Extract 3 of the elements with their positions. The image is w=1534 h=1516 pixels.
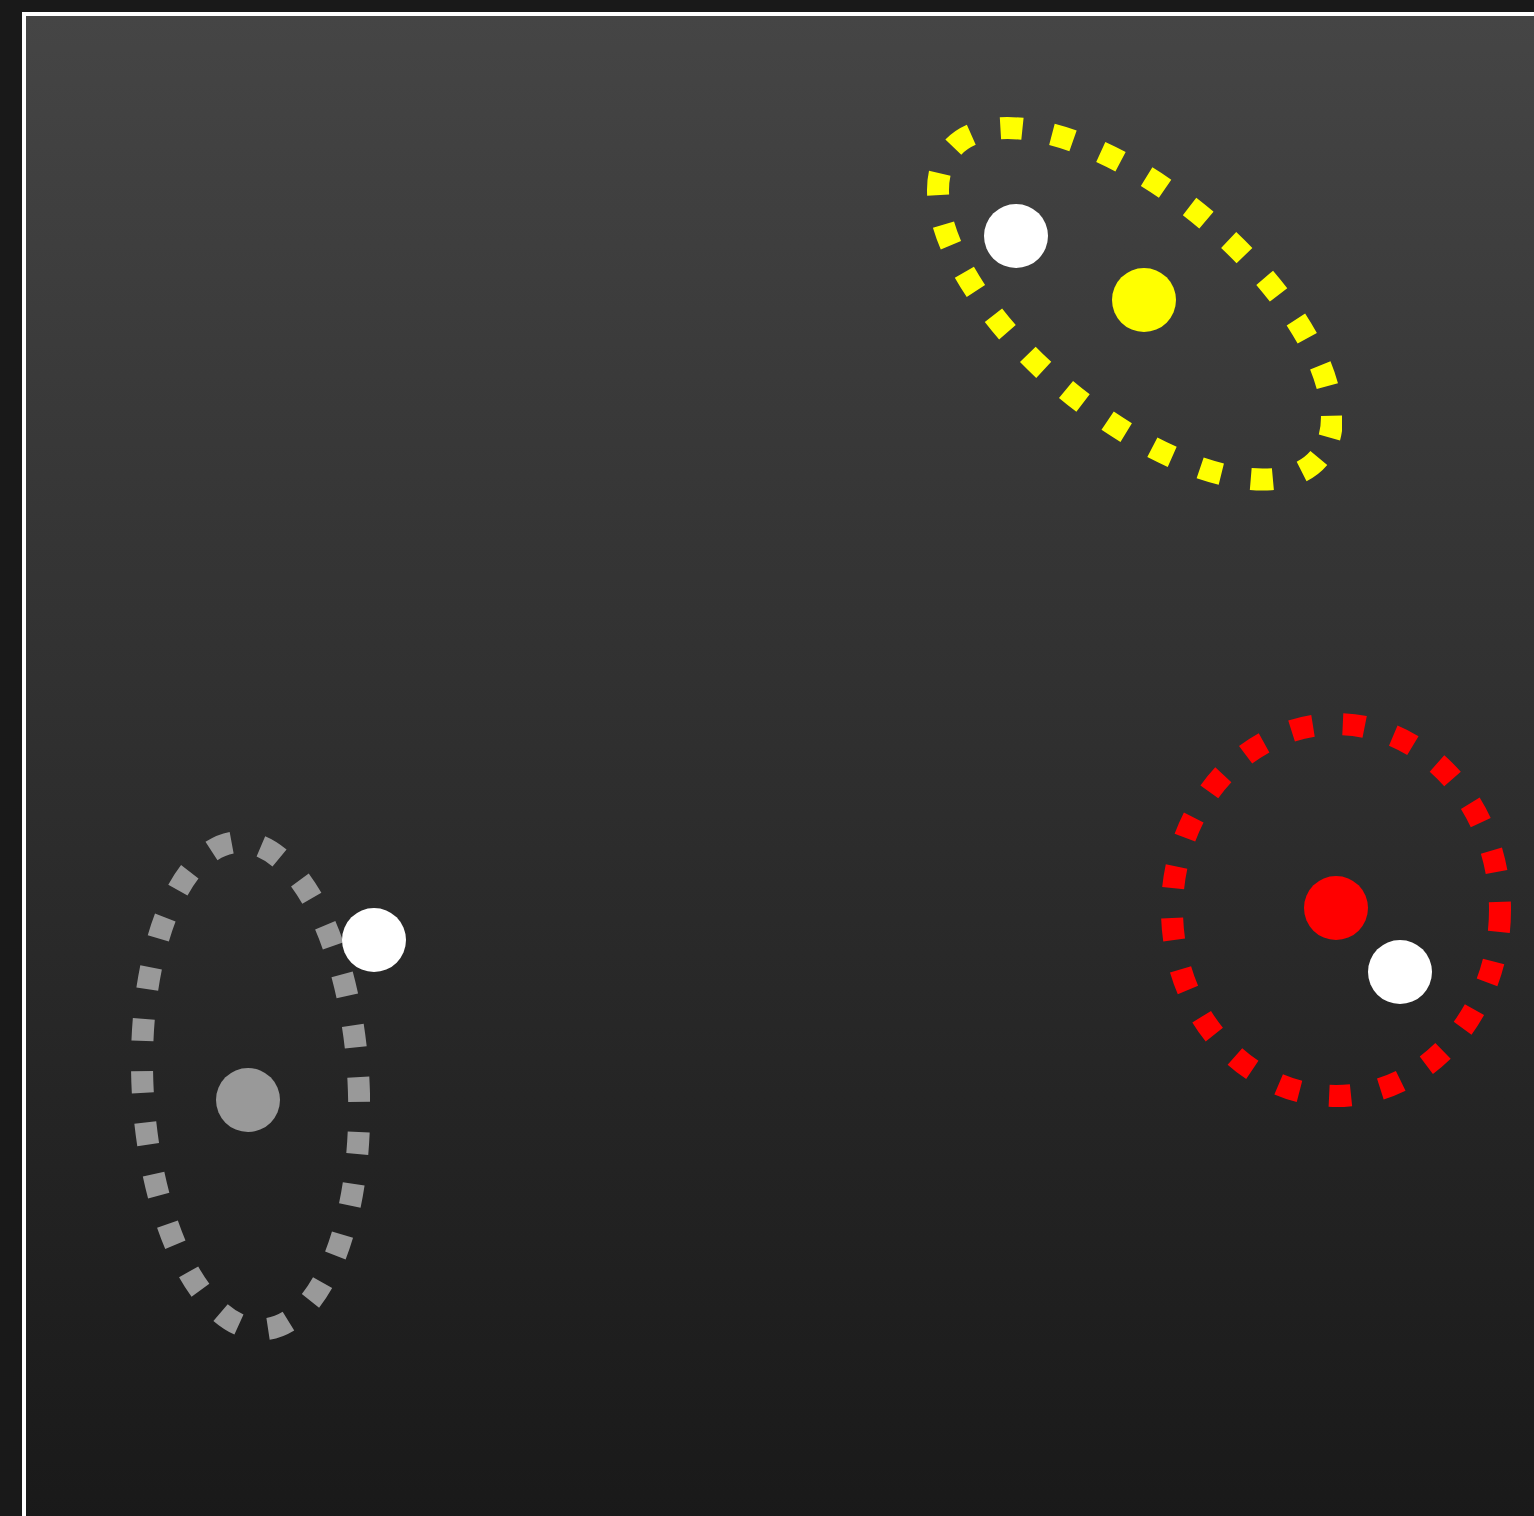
dashed-ellipse: [1160, 712, 1512, 1108]
dashed-ellipse: [925, 116, 1343, 492]
dashed-ellipse: [129, 830, 371, 1342]
